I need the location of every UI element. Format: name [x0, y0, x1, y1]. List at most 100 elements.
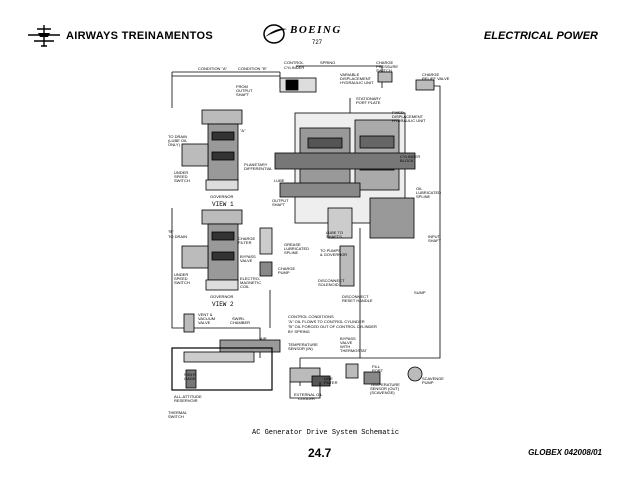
label-ext-cooler: EXTERNAL OIL [294, 392, 323, 397]
label-bypass-thermo-2: VALVE [340, 340, 353, 345]
label-all-attitude-2: RESERVOIR [174, 398, 198, 403]
label-from-output: FROM [236, 84, 248, 89]
label-planetary: PLANETARY [244, 162, 268, 167]
label-condition-a: CONDITION "A" [198, 66, 228, 71]
label-under-speed-b: UNDER [174, 272, 188, 277]
drive-system-schematic: CONDITION "A" CONDITION "B" CONTROL CYLI… [168, 60, 450, 419]
label-lube-shafts-2: SHAFTS [326, 234, 342, 239]
label-all-attitude: ALL-ATTITUDE [174, 394, 202, 399]
label-vent-3: VALVE [198, 320, 211, 325]
label-line-filter-2: FILTER [324, 380, 338, 385]
label-sump: SUMP [414, 290, 426, 295]
label-mark-b: "B" [168, 229, 174, 234]
label-charge-filter: CHARGE [238, 236, 255, 241]
label-thermal: THERMAL [168, 410, 188, 415]
label-charge-pressure-3: SWITCH [376, 68, 392, 73]
label-control-conditions: CONTROL CONDITIONS [288, 314, 334, 319]
label-swirl: SWIRL [232, 316, 245, 321]
label-temp-in: TEMPERATURE [288, 342, 318, 347]
label-charge-pressure: CHARGE [376, 60, 393, 65]
label-under-speed: UNDER [174, 170, 188, 175]
label-condition-b: CONDITION "B" [238, 66, 268, 71]
label-output-shaft: OUTPUT [272, 198, 289, 203]
label-variable-displacement-3: HYDRAULIC UNIT [340, 80, 374, 85]
label-charge-pump-2: PUMP [278, 270, 290, 275]
label-grease-2: LUBRICATED [284, 246, 309, 251]
label-from-output-3: SHAFT [236, 92, 250, 97]
label-fill-port: FILL [372, 364, 381, 369]
label-view-1: VIEW 1 [212, 201, 234, 208]
label-cylinder-block-2: BLOCK [400, 158, 414, 163]
schematic-caption: AC Generator Drive System Schematic [252, 429, 400, 437]
label-from-output-2: OUTPUT [236, 88, 253, 93]
label-electro-magnetic-3: COIL [240, 284, 250, 289]
label-bypass-thermo-4: THERMOSTAT [340, 348, 368, 353]
label-charge-pump: CHARGE [278, 266, 295, 271]
label-oil-lubricated-3: SPLINE [416, 194, 431, 199]
label-vent: VENT & [198, 312, 213, 317]
label-variable-displacement: VARIABLE [340, 72, 360, 77]
label-output-shaft-2: SHAFT [272, 202, 286, 207]
label-to-drain-lube-3: ONLY) [168, 142, 181, 147]
label-disconnect-solenoid-2: SOLENOID [318, 282, 339, 287]
label-to-pumps-2: & GOVERNOR [320, 252, 347, 257]
page-number: 24.7 [308, 446, 332, 460]
label-fixed-displacement-3: HYDRAULIC UNIT [392, 118, 426, 123]
label-disconnect-reset-2: RESET HANDLE [342, 298, 373, 303]
label-under-speed-b-2: SPEED [174, 276, 188, 281]
label-temp-in-2: SENSOR (IN) [288, 346, 313, 351]
label-scavenge: SCAVENGE [422, 376, 444, 381]
label-electro-magnetic-2: MAGNETIC [240, 280, 261, 285]
label-air: AIR [260, 336, 267, 341]
label-under-speed-2: SPEED [174, 174, 188, 179]
label-disconnect-solenoid: DISCONNECT [318, 278, 345, 283]
label-temp-out: TEMPERATURE [370, 382, 400, 387]
label-fixed-displacement: FIXED [392, 110, 404, 115]
label-under-speed-3: SWITCH [174, 178, 190, 183]
label-scavenge-2: PUMP [422, 380, 434, 385]
label-view-2: VIEW 2 [212, 301, 234, 308]
label-to-drain-b: TO DRAIN [168, 234, 187, 239]
label-thermal-2: SWITCH [168, 414, 184, 419]
label-sight-gage-2: GAGE [184, 376, 196, 381]
label-temp-out-3: (SCAVENGE) [370, 390, 395, 395]
label-planetary-2: DIFFERENTIAL [244, 166, 273, 171]
label-grease: GREASE [284, 242, 301, 247]
label-swirl-2: CHAMBER [230, 320, 250, 325]
boeing-logo-icon [263, 24, 287, 44]
label-cylinder-block: CYLINDER [400, 154, 420, 159]
label-under-speed-b-3: SWITCH [174, 280, 190, 285]
label-electro-magnetic: ELECTRO- [240, 276, 261, 281]
label-control-condition-b-2: BY SPRING [288, 329, 310, 334]
label-bypass-thermo: BYPASS [340, 336, 356, 341]
label-charge-relief: CHARGE [422, 72, 439, 77]
document-code: GLOBEX 042008/01 [528, 448, 602, 457]
label-control-cylinder: CONTROL [284, 60, 304, 65]
label-control-cylinder-2: CYLINDER [284, 65, 304, 70]
boeing-wordmark: BOEING [290, 24, 342, 36]
label-line-filter: LINE [324, 376, 333, 381]
airplane-logo-icon [28, 25, 60, 47]
label-grease-3: SPLINE [284, 250, 299, 255]
label-charge-filter-2: FILTER [238, 240, 252, 245]
label-charge-relief-2: RELIEF VALVE [422, 76, 450, 81]
label-variable-displacement-2: DISPLACEMENT [340, 76, 372, 81]
label-ext-cooler-2: COOLER [298, 396, 315, 401]
model-number: 727 [312, 40, 323, 46]
label-charge-pressure-2: PRESSURE [376, 64, 398, 69]
label-lube-shafts: LUBE TO [326, 230, 343, 235]
label-control-condition-b: "B" OIL FORCED OUT OF CONTROL CYLINDER [288, 324, 377, 329]
label-to-drain-lube: TO DRAIN [168, 134, 187, 139]
label-oil-lubricated-2: LUBRICATED [416, 190, 441, 195]
label-bypass-valve-2: VALVE [240, 258, 253, 263]
label-fill-port-2: PORT [372, 368, 384, 373]
label-input-shaft-2: SHAFT [428, 238, 442, 243]
label-input-shaft: INPUT [428, 234, 441, 239]
label-bypass-thermo-3: WITH [340, 344, 350, 349]
label-bypass-valve: BYPASS [240, 254, 256, 259]
label-stationary-2: PORT PLATE [356, 100, 381, 105]
label-sight-gage: SIGHT [184, 372, 197, 377]
header-left-title: AIRWAYS TREINAMENTOS [66, 30, 213, 42]
label-to-drain-lube-2: (LUBE OIL [168, 138, 188, 143]
label-temp-out-2: SENSOR (OUT) [370, 386, 400, 391]
